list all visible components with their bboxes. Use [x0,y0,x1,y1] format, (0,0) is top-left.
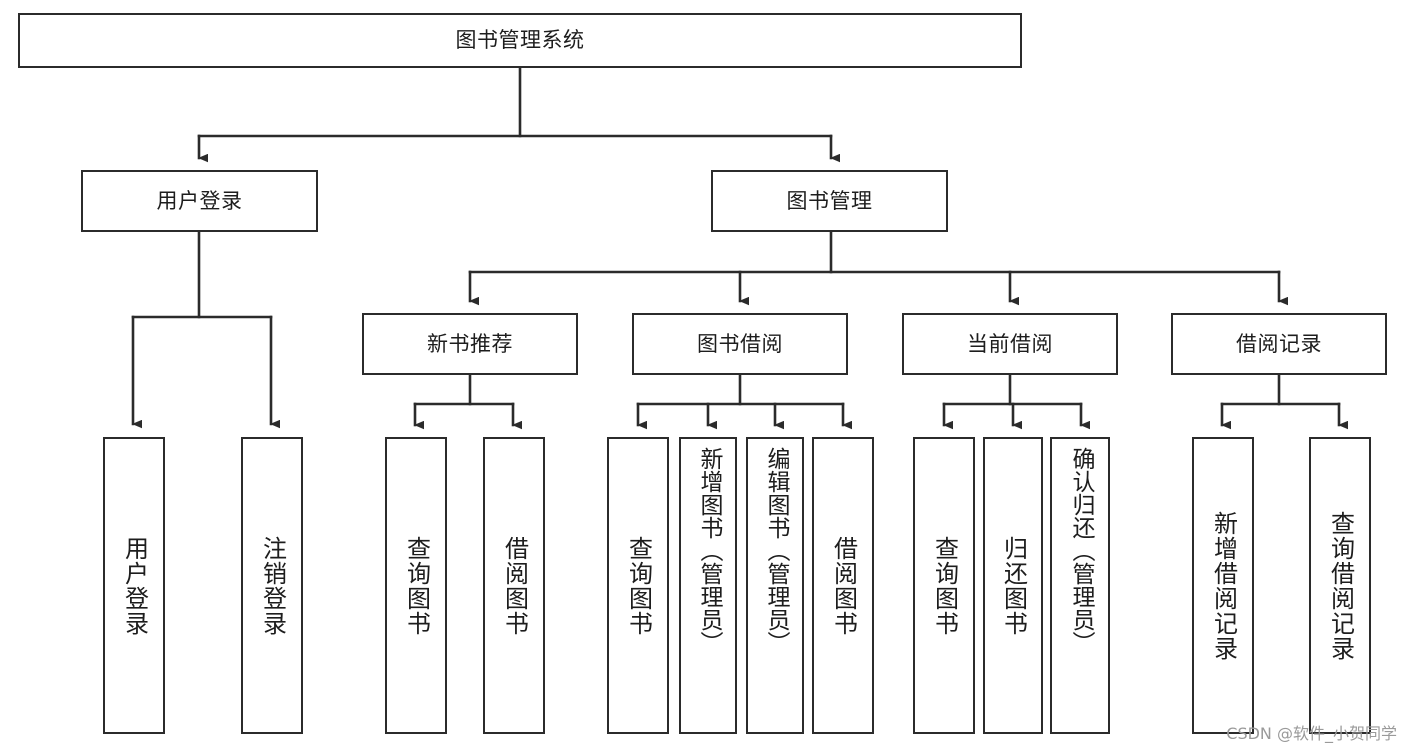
node-leaf-borrow-query-book[interactable]: 查询图书 [607,437,669,734]
node-book-borrow[interactable]: 图书借阅 [632,313,848,375]
node-leaf-user-login-logout[interactable]: 注销登录 [241,437,303,734]
node-label: 查询图书 [930,535,959,636]
node-label: 当前借阅 [967,331,1053,356]
node-leaf-borrow-add-book-admin[interactable]: 新增图书（管理员） [679,437,737,734]
node-new-book-recommend[interactable]: 新书推荐 [362,313,578,375]
node-label: 图书管理系统 [455,28,585,53]
node-leaf-borrow-edit-book-admin[interactable]: 编辑图书（管理员） [746,437,804,734]
node-label: 确认归还（管理员） [1067,447,1094,654]
node-label: 注销登录 [258,535,287,636]
node-leaf-record-query-record[interactable]: 查询借阅记录 [1309,437,1371,734]
node-user-login[interactable]: 用户登录 [81,170,318,232]
node-label: 归还图书 [999,535,1028,636]
node-label: 新增图书（管理员） [695,447,722,654]
node-label: 用户登录 [120,535,149,636]
node-label: 借阅记录 [1236,331,1322,356]
node-borrow-record[interactable]: 借阅记录 [1171,313,1387,375]
node-label: 新书推荐 [427,331,513,356]
node-label: 借阅图书 [829,535,858,636]
node-label: 图书管理 [786,188,873,213]
node-leaf-record-add-record[interactable]: 新增借阅记录 [1192,437,1254,734]
node-leaf-borrow-borrow-book[interactable]: 借阅图书 [812,437,874,734]
node-leaf-current-confirm-return-admin[interactable]: 确认归还（管理员） [1050,437,1110,734]
node-label: 借阅图书 [500,535,529,636]
node-leaf-current-query-book[interactable]: 查询图书 [913,437,975,734]
node-label: 图书借阅 [697,331,783,356]
node-label: 查询借阅记录 [1326,510,1355,661]
node-leaf-user-login-login[interactable]: 用户登录 [103,437,165,734]
node-label: 用户登录 [156,188,243,213]
node-label: 查询图书 [624,535,653,636]
node-leaf-new-book-borrow[interactable]: 借阅图书 [483,437,545,734]
node-label: 编辑图书（管理员） [762,447,789,654]
node-label: 查询图书 [402,535,431,636]
node-book-management[interactable]: 图书管理 [711,170,948,232]
node-label: 新增借阅记录 [1209,510,1238,661]
node-leaf-new-book-query[interactable]: 查询图书 [385,437,447,734]
node-current-borrow[interactable]: 当前借阅 [902,313,1118,375]
csdn-watermark: CSDN @软件_小贺同学 [1226,724,1397,743]
node-leaf-current-return-book[interactable]: 归还图书 [983,437,1043,734]
node-root-book-management-system[interactable]: 图书管理系统 [18,13,1022,68]
